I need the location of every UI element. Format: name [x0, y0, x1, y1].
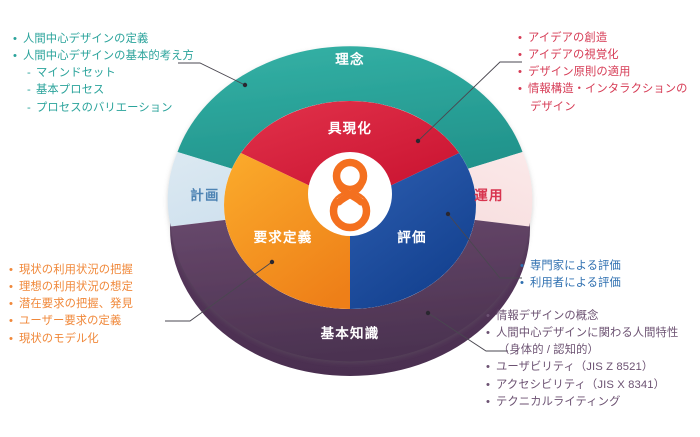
- callout-evaluation: 専門家による評価利用者による評価: [521, 258, 621, 292]
- ring-label-ideal: 理念: [335, 52, 365, 67]
- callout-ideal: 人間中心デザインの定義人間中心デザインの基本的考え方マインドセット基本プロセスプ…: [14, 31, 194, 117]
- callout-item: アクセシビリティ（JIS X 8341）: [487, 377, 678, 394]
- callout-item: 人間中心デザインの基本的考え方: [14, 48, 194, 65]
- center-logo: [308, 152, 392, 236]
- ring-label-plan: 計画: [190, 188, 220, 203]
- callout-item: デザイン原則の適用: [519, 64, 688, 81]
- callout-item: プロセスのバリエーション: [14, 100, 194, 117]
- callout-item: デザイン: [530, 100, 576, 113]
- callout-item: アイデアの創造: [519, 30, 688, 47]
- callout-item: 情報デザインの概念: [487, 308, 678, 325]
- callout-item: （身体的 / 認知的）: [498, 344, 599, 357]
- segment-label-requirement: 要求定義: [253, 230, 313, 245]
- segment-label-embody: 具現化: [327, 121, 373, 136]
- callout-item: 人間中心デザインの定義: [14, 31, 194, 48]
- callout-embody: アイデアの創造アイデアの視覚化デザイン原則の適用情報構造・インタラクションのデザ…: [519, 30, 688, 116]
- callout-item: ユーザー要求の定義: [10, 313, 133, 330]
- callout-item: マインドセット: [14, 65, 194, 82]
- callout-knowledge: 情報デザインの概念人間中心デザインに関わる人間特性 （身体的 / 認知的） ユーザビ…: [487, 308, 678, 411]
- callout-item: 利用者による評価: [521, 275, 621, 292]
- callout-item: 現状の利用状況の把握: [10, 262, 133, 279]
- segment-label-evaluation: 評価: [397, 230, 427, 245]
- callout-requirement: 現状の利用状況の把握理想の利用状況の想定潜在要求の把握、発見ユーザー要求の定義現…: [10, 262, 133, 348]
- callout-item: 潜在要求の把握、発見: [10, 296, 133, 313]
- callout-item: 情報構造・インタラクションの: [519, 81, 688, 98]
- ring-label-operation: 運用: [474, 188, 504, 203]
- callout-item: アイデアの視覚化: [519, 47, 688, 64]
- callout-item: 専門家による評価: [521, 258, 621, 275]
- callout-item: 現状のモデル化: [10, 331, 133, 348]
- ring-label-knowledge: 基本知識: [320, 326, 380, 341]
- callout-item: 理想の利用状況の想定: [10, 279, 133, 296]
- callout-item: テクニカルライティング: [487, 394, 678, 411]
- callout-item: ユーザビリティ（JIS Z 8521）: [487, 359, 678, 376]
- callout-item: 人間中心デザインに関わる人間特性: [487, 325, 678, 342]
- callout-item: 基本プロセス: [14, 82, 194, 99]
